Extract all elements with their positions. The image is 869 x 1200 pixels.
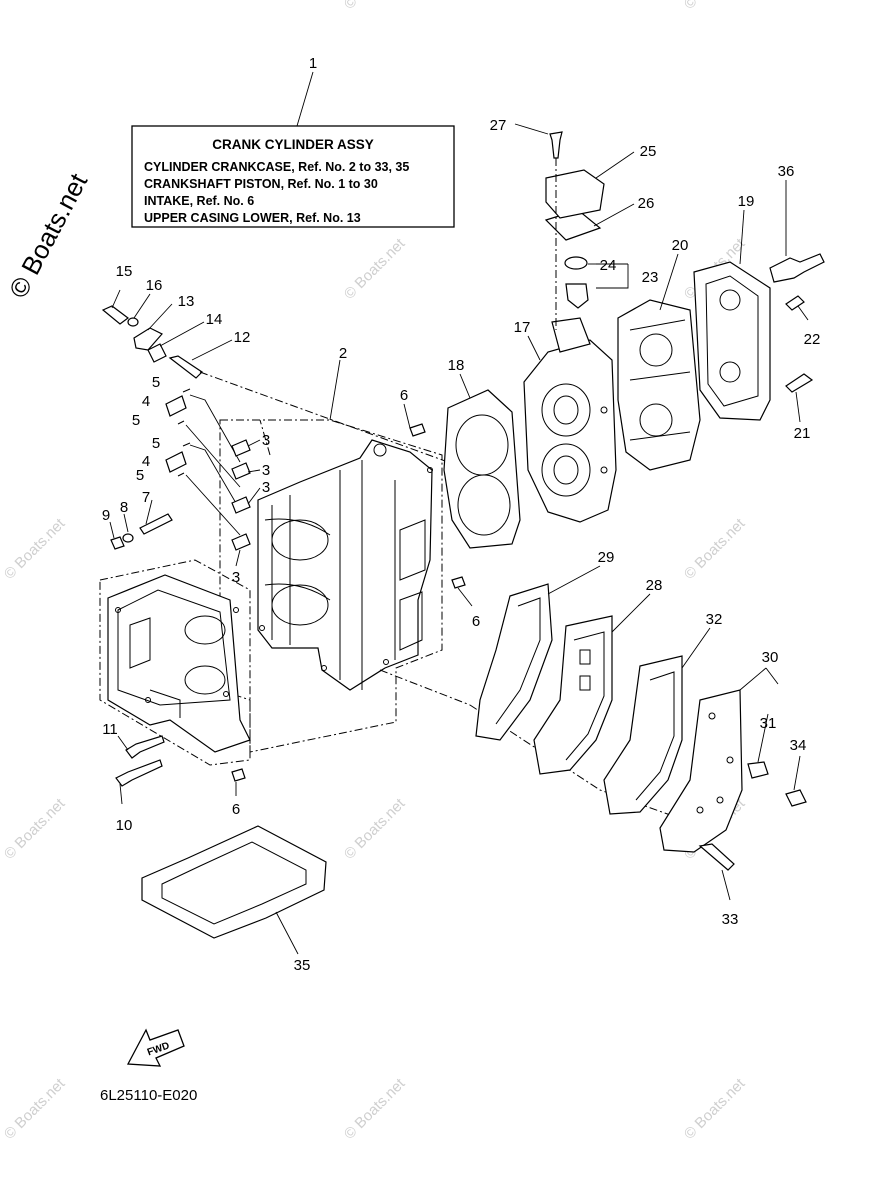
- callout-28: 28: [646, 577, 663, 594]
- bolt-27: [549, 131, 563, 159]
- callout-3: 3: [262, 462, 270, 479]
- exhaust-gasket-32: [603, 655, 683, 815]
- callout-30: 30: [762, 649, 779, 666]
- watermark-tile: © Boats.net: [681, 515, 749, 583]
- watermark-tile: © Boats.net: [1, 515, 69, 583]
- callout-9: 9: [102, 507, 110, 524]
- exhaust-cover-30: [659, 689, 743, 853]
- callout-25: 25: [640, 143, 657, 160]
- assembly-line: UPPER CASING LOWER, Ref. No. 13: [144, 211, 361, 225]
- plug-31: [747, 761, 769, 779]
- hose-fitting-36: [769, 253, 825, 283]
- callout-13: 13: [178, 293, 195, 310]
- assembly-line: CYLINDER CRANKCASE, Ref. No. 2 to 33, 35: [144, 160, 409, 174]
- callout-24: 24: [600, 257, 617, 274]
- head-cover: [693, 261, 771, 421]
- callout-5: 5: [136, 467, 144, 484]
- callout-35: 35: [294, 957, 311, 974]
- callout-26: 26: [638, 195, 655, 212]
- exhaust-plate-28: [533, 615, 613, 775]
- thermostat-23: [565, 283, 589, 309]
- watermark-tile: © Boats.net: [681, 0, 749, 13]
- watermark-tile: © Boats.net: [341, 795, 409, 863]
- callout-7: 7: [142, 489, 150, 506]
- watermark-main: © Boats.net: [3, 168, 94, 303]
- callout-1: 1: [309, 55, 317, 72]
- assembly-line: INTAKE, Ref. No. 6: [144, 194, 254, 208]
- head-cover-gasket: [617, 299, 701, 471]
- callout-23: 23: [642, 269, 659, 286]
- plug-34: [785, 789, 807, 807]
- head-gasket: [443, 389, 521, 549]
- callout-5: 5: [152, 435, 160, 452]
- callout-14: 14: [206, 311, 223, 328]
- callout-36: 36: [778, 163, 795, 180]
- callout-15: 15: [116, 263, 133, 280]
- callout-20: 20: [672, 237, 689, 254]
- thermostat-seal-24: [564, 256, 588, 270]
- callout-29: 29: [598, 549, 615, 566]
- exhaust-gasket-29: [475, 583, 553, 741]
- callout-31: 31: [760, 715, 777, 732]
- base-gasket-35: [141, 825, 327, 939]
- callout-4: 4: [142, 393, 150, 410]
- callout-6: 6: [400, 387, 408, 404]
- assembly-info-box: CRANK CYLINDER ASSY CYLINDER CRANKCASE, …: [131, 125, 455, 228]
- callout-5: 5: [152, 374, 160, 391]
- watermark-tile: © Boats.net: [1, 795, 69, 863]
- callout-3: 3: [232, 569, 240, 586]
- callout-8: 8: [120, 499, 128, 516]
- callout-22: 22: [804, 331, 821, 348]
- callout-6: 6: [472, 613, 480, 630]
- callout-27: 27: [490, 117, 507, 134]
- watermark-tile: © Boats.net: [1, 1075, 69, 1143]
- thermostat-cover-25: [545, 169, 605, 219]
- watermark-tile: © Boats.net: [341, 0, 409, 13]
- callout-33: 33: [722, 911, 739, 928]
- callout-6: 6: [232, 801, 240, 818]
- assembly-line: CRANKSHAFT PISTON, Ref. No. 1 to 30: [144, 177, 378, 191]
- callout-16: 16: [146, 277, 163, 294]
- bolt-33: [698, 843, 735, 871]
- small-parts-left: [101, 305, 466, 787]
- watermark-tile: © Boats.net: [341, 235, 409, 303]
- leader-lines: [109, 123, 809, 955]
- watermark-tile: © Boats.net: [341, 1075, 409, 1143]
- callout-18: 18: [448, 357, 465, 374]
- bolt-22: [785, 295, 805, 311]
- callout-32: 32: [706, 611, 723, 628]
- assembly-title: CRANK CYLINDER ASSY: [212, 137, 374, 152]
- fwd-arrow-icon: FWD: [126, 1028, 185, 1067]
- callout-numbers: 1 2 3 3 3 3 4 4 5 5 5 5 6 6 6 7 8 9 10 1…: [102, 55, 821, 974]
- callout-10: 10: [116, 817, 133, 834]
- bolt-21: [785, 373, 814, 393]
- callout-34: 34: [790, 737, 807, 754]
- callout-12: 12: [234, 329, 251, 346]
- callout-3: 3: [262, 432, 270, 449]
- callout-4: 4: [142, 453, 150, 470]
- callout-19: 19: [738, 193, 755, 210]
- callout-11: 11: [102, 721, 118, 738]
- callout-5: 5: [132, 412, 140, 429]
- callout-2: 2: [339, 345, 347, 362]
- cylinder-head: [523, 317, 617, 523]
- callout-17: 17: [514, 319, 531, 336]
- crankcase-half: [107, 574, 251, 753]
- callout-21: 21: [794, 425, 811, 442]
- watermark-tile: © Boats.net: [681, 1075, 749, 1143]
- callout-3: 3: [262, 479, 270, 496]
- diagram-code: 6L25110-E020: [100, 1087, 197, 1104]
